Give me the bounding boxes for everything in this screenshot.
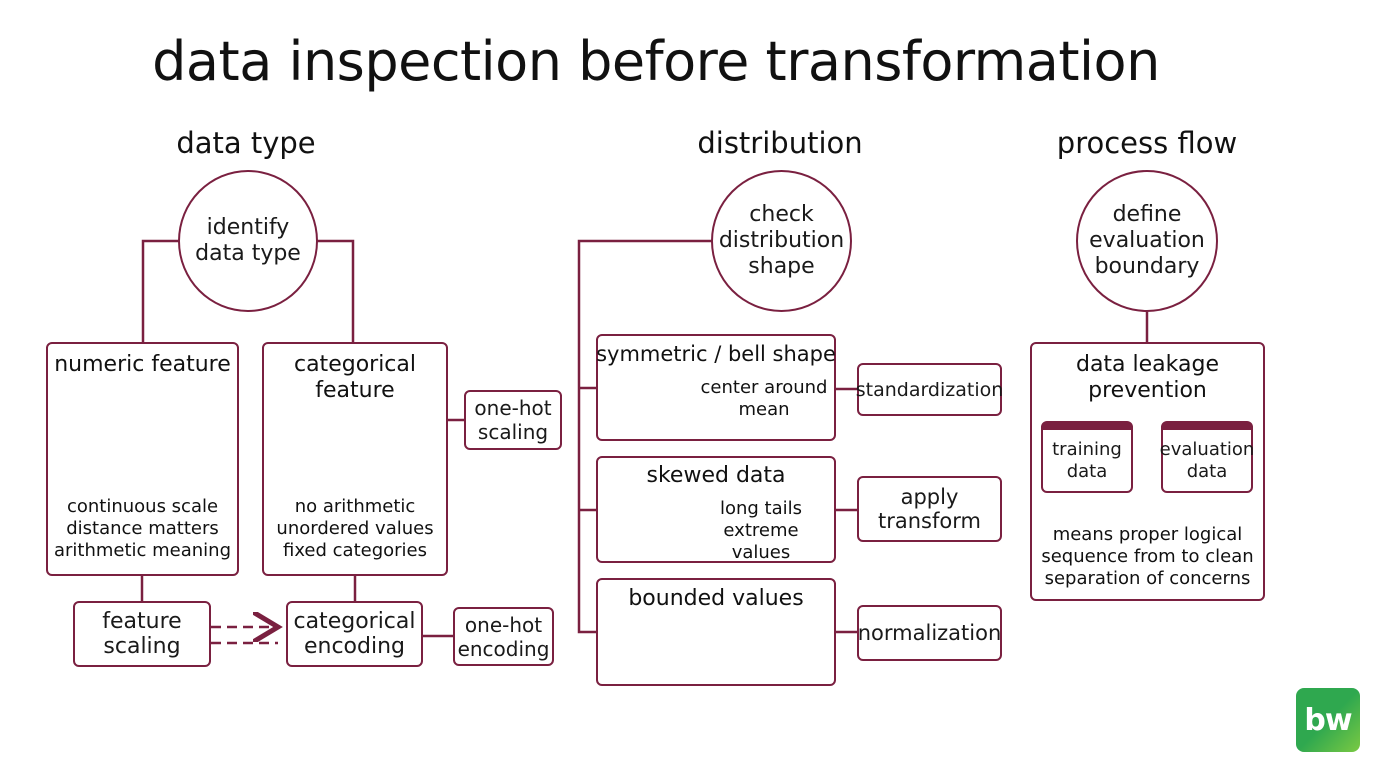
training-data-label: training data <box>1052 438 1122 482</box>
circle-define-evaluation-boundary: define evaluation boundary <box>1076 170 1218 312</box>
one-hot-encoding-label: one-hot encoding <box>457 612 550 661</box>
bounded-box <box>596 578 836 686</box>
evaluation-data-label: evaluation data <box>1159 438 1255 482</box>
heading-data-type: data type <box>176 126 316 160</box>
standardization-label: standardization <box>855 378 1004 401</box>
numeric-feature-box <box>46 342 239 576</box>
data-leakage-desc: means proper logical sequence from to cl… <box>1041 524 1254 589</box>
normalization-label: normalization <box>857 621 1002 645</box>
categorical-feature-title: categorical feature <box>293 352 416 403</box>
page-title: data inspection before transformation <box>152 30 1160 93</box>
one-hot-encoding-box: one-hot encoding <box>453 607 554 666</box>
normalization-box: normalization <box>857 605 1002 661</box>
connector-to-numeric <box>141 239 180 343</box>
symmetric-title: symmetric / bell shape <box>596 342 836 366</box>
feature-scaling-label: feature scaling <box>102 609 182 659</box>
symmetric-desc: center around mean <box>700 377 828 420</box>
connector-to-categorical <box>316 239 355 343</box>
apply-transform-box: apply transform <box>857 476 1002 542</box>
one-hot-scaling-label: one-hot scaling <box>474 396 552 444</box>
circle-check-distribution-shape: check distribution shape <box>711 170 852 312</box>
training-data-box: training data <box>1041 421 1133 493</box>
heading-process-flow: process flow <box>1056 126 1238 160</box>
one-hot-scaling-box: one-hot scaling <box>464 390 562 450</box>
skewed-desc: long tails extreme values <box>719 498 803 563</box>
categorical-encoding-label: categorical encoding <box>293 609 416 659</box>
numeric-feature-title: numeric feature <box>54 352 231 377</box>
categorical-encoding-box: categorical encoding <box>286 601 423 667</box>
connector-distribution-trunk <box>577 239 714 634</box>
bounded-title: bounded values <box>628 586 804 611</box>
numeric-feature-desc: continuous scale distance matters arithm… <box>53 496 232 561</box>
categorical-feature-box <box>262 342 448 576</box>
bw-logo: bw <box>1296 688 1360 752</box>
circle-identify-data-type: identify data type <box>178 170 318 312</box>
feature-scaling-box: feature scaling <box>73 601 211 667</box>
data-leakage-title: data leakage prevention <box>1075 352 1219 403</box>
apply-transform-label: apply transform <box>878 485 981 533</box>
heading-distribution: distribution <box>697 126 863 160</box>
skewed-title: skewed data <box>646 463 786 488</box>
standardization-box: standardization <box>855 363 1004 416</box>
symmetric-box <box>596 334 836 441</box>
skewed-box <box>596 456 836 563</box>
evaluation-data-box: evaluation data <box>1159 421 1255 493</box>
categorical-feature-desc: no arithmetic unordered values fixed cat… <box>276 496 434 561</box>
